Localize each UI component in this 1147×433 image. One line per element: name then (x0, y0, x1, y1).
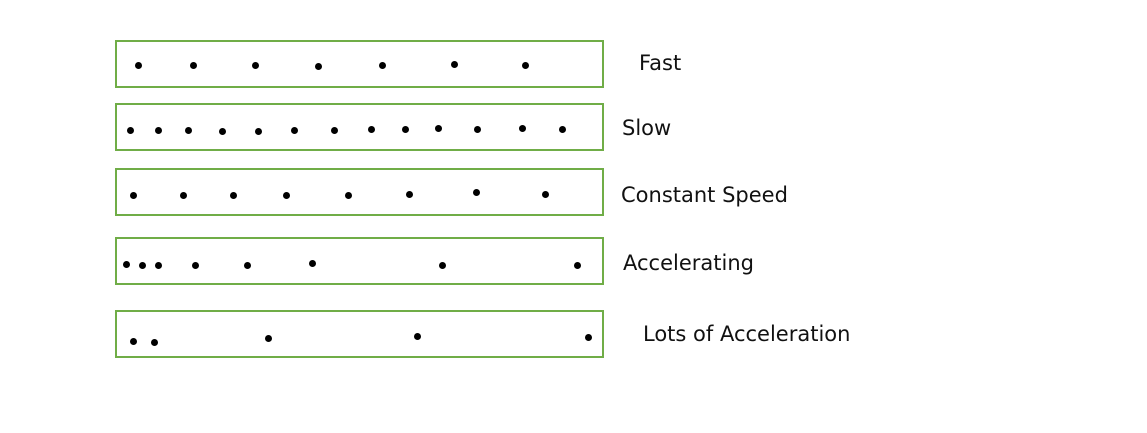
tape-dot (367, 125, 375, 133)
strip-label-constant-speed: Constant Speed (621, 183, 788, 207)
tape-dot (405, 190, 413, 198)
tape-dot (314, 62, 322, 70)
tape-dot (558, 125, 566, 133)
tape-dot (138, 261, 146, 269)
tape-dot (344, 191, 352, 199)
strip-label-lots-of-acceleration: Lots of Acceleration (643, 322, 851, 346)
tape-strip-lots-of-acceleration (115, 310, 604, 358)
tape-dot (150, 338, 158, 346)
tape-dot (134, 61, 142, 69)
tape-strip-accelerating (115, 237, 604, 285)
tape-dot (282, 191, 290, 199)
tape-dot (434, 124, 442, 132)
tape-dot (518, 124, 526, 132)
tape-dot (179, 191, 187, 199)
tape-dot (401, 125, 409, 133)
tape-dot (129, 337, 137, 345)
tape-strip-slow (115, 103, 604, 151)
tape-dot (218, 127, 226, 135)
tape-dot (122, 260, 130, 268)
tape-dot (154, 126, 162, 134)
tape-dot (184, 126, 192, 134)
tape-dot (243, 261, 251, 269)
tape-dot (290, 126, 298, 134)
tape-dot (438, 261, 446, 269)
tape-dot (473, 125, 481, 133)
tape-dot (264, 334, 272, 342)
tape-strip-constant-speed (115, 168, 604, 216)
tape-dot (229, 191, 237, 199)
tape-dot (472, 188, 480, 196)
tape-dot (254, 127, 262, 135)
tape-dot (126, 126, 134, 134)
tape-dot (191, 261, 199, 269)
tape-dot (584, 333, 592, 341)
tape-dot (330, 126, 338, 134)
tape-dot (450, 60, 458, 68)
tape-dot (413, 332, 421, 340)
strip-label-fast: Fast (639, 51, 682, 75)
strip-label-slow: Slow (622, 116, 672, 140)
tape-dot (251, 61, 259, 69)
tape-dot (308, 259, 316, 267)
tape-dot (573, 261, 581, 269)
tape-dot (378, 61, 386, 69)
strip-label-accelerating: Accelerating (623, 251, 754, 275)
tape-dot (189, 61, 197, 69)
tape-dot (154, 261, 162, 269)
tape-dot (521, 61, 529, 69)
tape-strip-fast (115, 40, 604, 88)
tape-dot (129, 191, 137, 199)
tape-dot (541, 190, 549, 198)
